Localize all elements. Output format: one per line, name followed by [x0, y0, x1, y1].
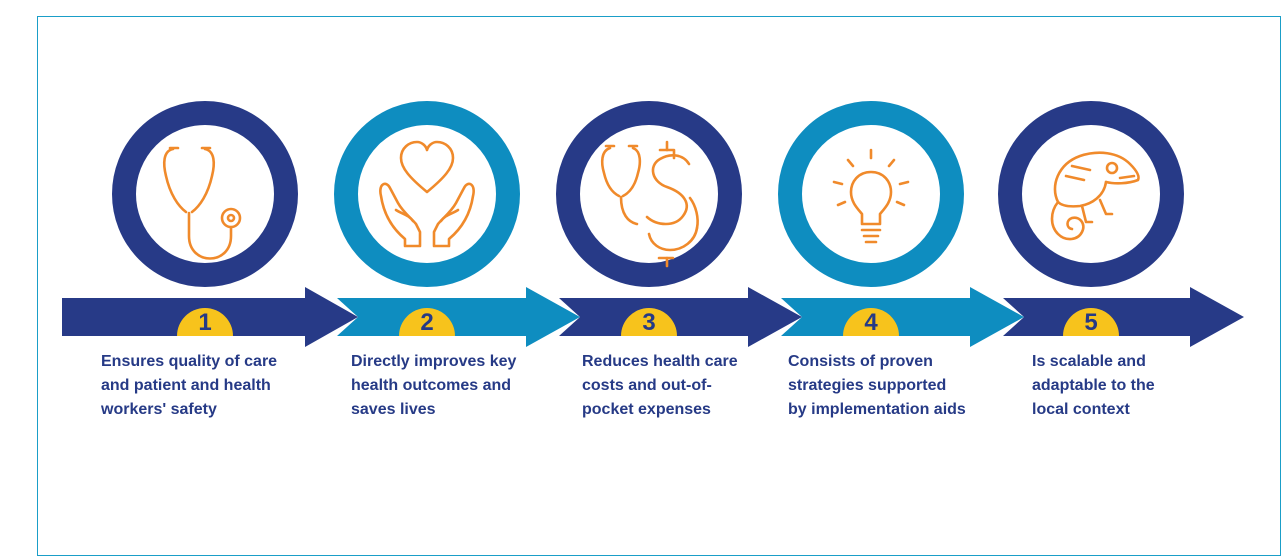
ring-3 [556, 101, 742, 287]
step-number-5: 5 [1084, 309, 1097, 336]
step-description-1: Ensures quality of care and patient and … [101, 353, 278, 418]
arrow-segment-4 [781, 287, 1024, 347]
ring-4 [778, 101, 964, 287]
badge-1: 1 [177, 308, 233, 336]
lightbulb-icon [832, 148, 910, 244]
stethoscope-icon [162, 146, 242, 260]
step-number-3: 3 [642, 309, 655, 336]
step-description-2: Directly improves key health outcomes an… [351, 353, 517, 418]
arrow-segment-3 [559, 287, 802, 347]
ring-2 [334, 101, 520, 287]
badge-5: 5 [1063, 308, 1119, 336]
step-description-4: Consists of proven strategies supported … [788, 353, 966, 418]
chameleon-icon [1050, 151, 1140, 241]
badge-2: 2 [399, 308, 455, 336]
badge-4: 4 [843, 308, 899, 336]
ring-5 [998, 101, 1184, 287]
heart-in-hands-icon [379, 140, 475, 248]
step-number-4: 4 [864, 309, 878, 336]
badge-3: 3 [621, 308, 677, 336]
step-number-2: 2 [420, 309, 433, 336]
step-description-3: Reduces health care costs and out-of-poc… [582, 353, 738, 418]
step-description-5: Is scalable and adaptable to the local c… [1032, 353, 1155, 418]
arrow-segment-5 [1003, 287, 1244, 347]
step-number-1: 1 [198, 309, 211, 336]
arrow-segment-2 [337, 287, 580, 347]
stethoscope-dollar-icon [600, 140, 699, 268]
